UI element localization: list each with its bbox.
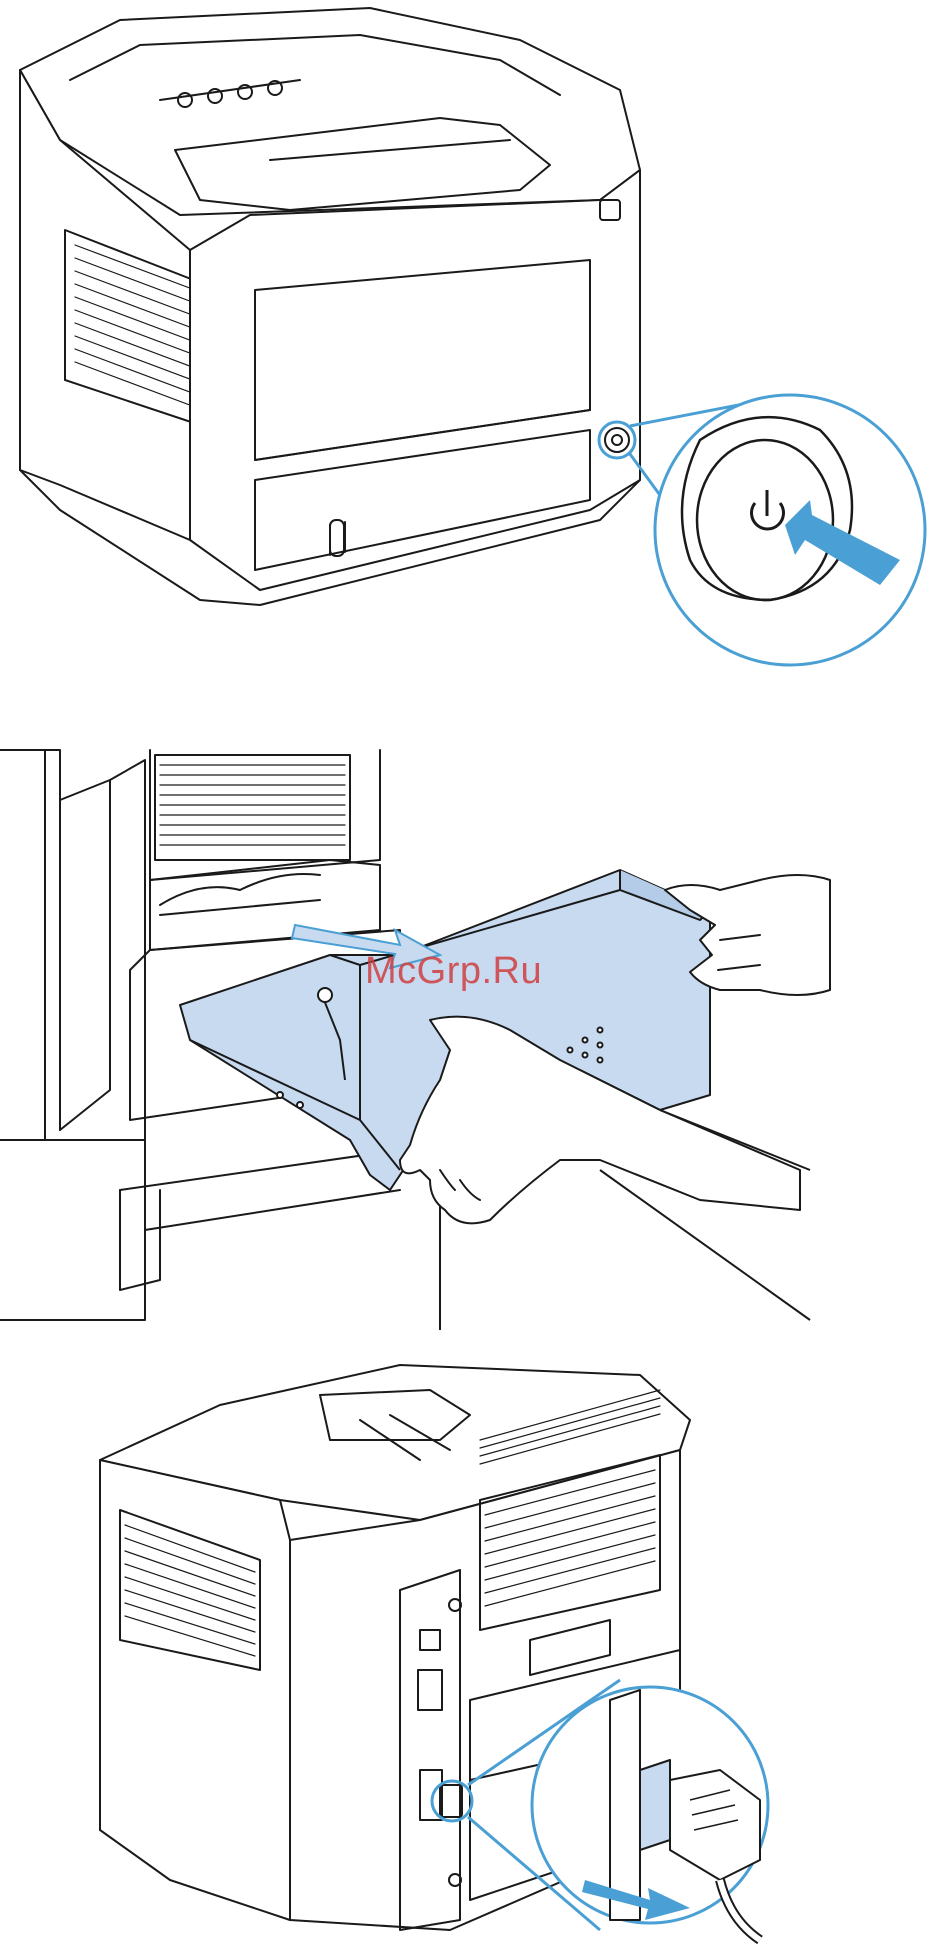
figure-power-off bbox=[0, 0, 931, 680]
figure-remove-duplexer: McGrp.Ru bbox=[0, 740, 931, 1330]
duplexer-removal-illustration bbox=[0, 740, 931, 1330]
watermark-text: McGrp.Ru bbox=[365, 950, 542, 993]
figure-unplug-power-cord bbox=[0, 1360, 931, 1945]
printer-rear-illustration bbox=[0, 1360, 931, 1945]
printer-front-illustration bbox=[0, 0, 931, 680]
power-button-zoom bbox=[682, 417, 852, 600]
